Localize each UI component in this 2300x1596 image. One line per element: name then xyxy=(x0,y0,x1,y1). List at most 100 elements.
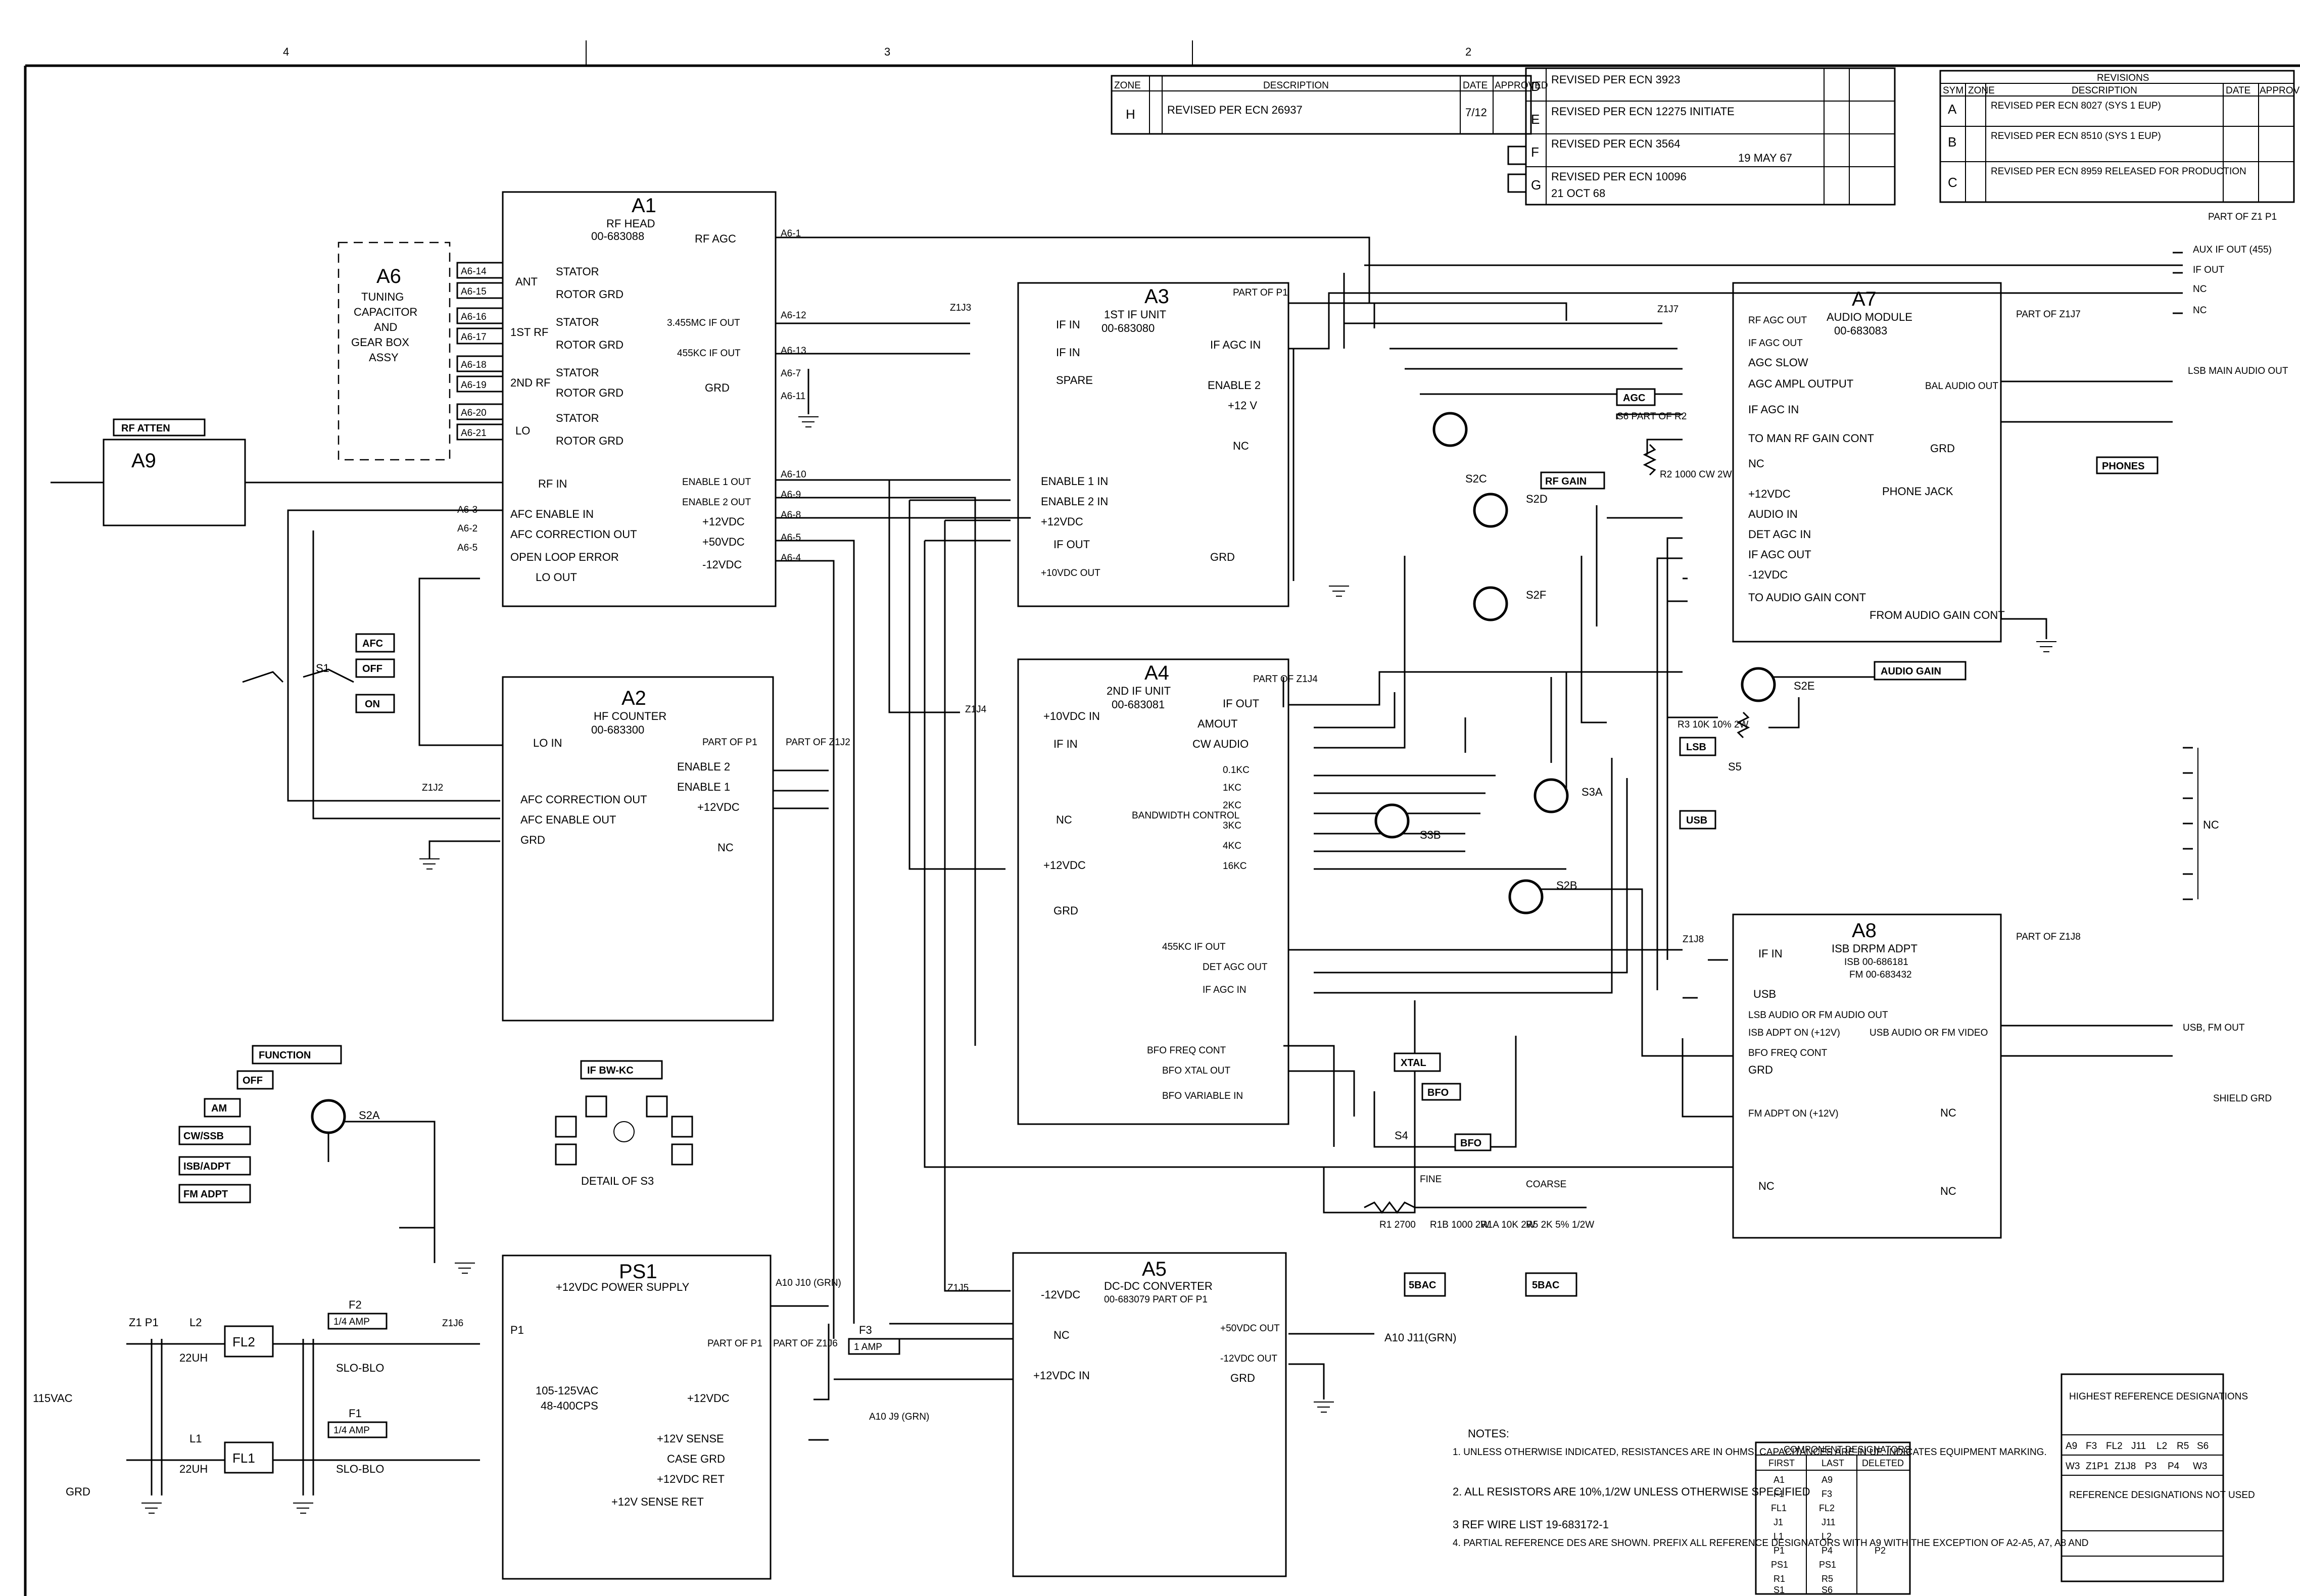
a1-pin-a6-10: A6-10 xyxy=(781,469,806,480)
r3-label: R3 10K 10% 2W xyxy=(1678,719,1749,730)
a3-part-p1: PART OF P1 xyxy=(1233,287,1288,298)
hr1-2: FL2 xyxy=(2106,1441,2123,1452)
a7-ifagc-out: IF AGC OUT xyxy=(1748,548,1811,561)
a1-open-loop: OPEN LOOP ERROR xyxy=(510,551,619,563)
a2-nc: NC xyxy=(717,841,734,854)
ps1-ref: PS1 xyxy=(619,1261,657,1283)
note-2: 2. ALL RESISTORS ARE 10%,1/2W UNLESS OTH… xyxy=(1453,1485,1810,1498)
a5-p12: +12VDC IN xyxy=(1033,1369,1090,1382)
a1-lo-out: LO OUT xyxy=(536,571,577,584)
a4-ifagc: IF AGC IN xyxy=(1203,985,1247,995)
comp-r0-a: A1 xyxy=(1774,1475,1785,1485)
switch-wafers xyxy=(311,412,1776,1134)
svg-text:USB: USB xyxy=(1686,815,1707,826)
ps1-part: PART OF P1 xyxy=(707,1338,762,1349)
a8-isb-adpt-block: A8 ISB DRPM ADPT ISB 00-686181 FM 00-683… xyxy=(1683,913,2081,1239)
f2-value: 1/4 AMP xyxy=(333,1317,370,1327)
if-out: IF OUT xyxy=(2193,265,2225,275)
a8-usb: USB xyxy=(1753,988,1776,1000)
z1p1-label: Z1 P1 xyxy=(129,1316,159,1329)
a8-fm: FM ADPT ON (+12V) xyxy=(1748,1108,1839,1119)
rev-b-desc: REVISED PER ECN 8510 (SYS 1 EUP) xyxy=(1991,131,2161,141)
fn-isb-tag: ISB/ADPT xyxy=(178,1156,251,1176)
a1-rf-agc: RF AGC xyxy=(695,232,736,245)
a4-bfo-xtal: BFO XTAL OUT xyxy=(1162,1066,1231,1076)
r1b-label: R1B 1000 2W xyxy=(1430,1220,1490,1230)
detail-of-s3: DETAIL OF S3 xyxy=(555,1095,693,1187)
rev-a-desc: REVISED PER ECN 8027 (SYS 1 EUP) xyxy=(1991,101,2161,111)
note-4: 4. PARTIAL REFERENCE DES ARE SHOWN. PREF… xyxy=(1453,1538,2089,1549)
a7-from-audio: FROM AUDIO GAIN CONT xyxy=(1870,609,2005,621)
a4-p10: +10VDC IN xyxy=(1043,710,1100,722)
svg-text:PHONES: PHONES xyxy=(2102,461,2144,472)
comp-r2-a: FL1 xyxy=(1771,1503,1787,1513)
rev-right-title: REVISIONS xyxy=(2097,73,2149,83)
usb-out: USB, FM OUT xyxy=(2183,1023,2245,1033)
z1p1-right-connector: PART OF Z1 P1 AUX IF OUT (455) IF OUT NC… xyxy=(2173,212,2288,1104)
ps1-pin-case: CASE GRD xyxy=(667,1453,725,1465)
power-bus xyxy=(776,479,1031,1339)
a7-audio-module-block: A7 AUDIO MODULE 00-683083 RF AGC OUT IF … xyxy=(1657,282,2081,643)
a4-bw-4: 4KC xyxy=(1223,841,1241,851)
a8-usb-audio: USB AUDIO OR FM VIDEO xyxy=(1870,1028,1988,1038)
a1-afc-en: AFC ENABLE IN xyxy=(510,508,594,520)
note-1: 1. UNLESS OTHERWISE INDICATED, RESISTANC… xyxy=(1453,1447,2047,1458)
lo-wire-w2 xyxy=(418,577,503,746)
vac-label: 115VAC xyxy=(33,1392,73,1405)
a4-bw-5: 16KC xyxy=(1223,861,1247,872)
a4-part-z: PART OF Z1J4 xyxy=(1253,674,1318,685)
rf-atten-tag: RF ATTEN xyxy=(113,418,206,437)
s2f-label: S2F xyxy=(1526,589,1546,601)
a3-p10: +10VDC OUT xyxy=(1041,568,1100,578)
a5-ref: A5 xyxy=(1142,1258,1167,1280)
svg-text:RF GAIN: RF GAIN xyxy=(1545,476,1587,487)
rev-f-date: 19 MAY 67 xyxy=(1738,152,1792,164)
a1-stator3: STATOR xyxy=(556,366,599,379)
a2-lo-in: LO IN xyxy=(533,737,562,749)
rev-c-desc: REVISED PER ECN 8959 RELEASED FOR PRODUC… xyxy=(1991,166,2246,177)
rev-ltr-e: E xyxy=(1531,112,1540,127)
hr1-4: L2 xyxy=(2157,1441,2167,1452)
if-wire-a1-a3 xyxy=(776,322,970,414)
a6-pin-16: A6-16 xyxy=(461,312,487,322)
rev-h-desc: REVISED PER ECN 26937 xyxy=(1167,104,1303,116)
a5-grd: GRD xyxy=(1230,1372,1255,1384)
a2-z1j2: Z1J2 xyxy=(422,783,443,793)
notes-block: NOTES: 1. UNLESS OTHERWISE INDICATED, RE… xyxy=(1453,1427,2089,1549)
rev-right-zone: ZONE xyxy=(1968,85,1995,96)
a7-rf-agc: RF AGC OUT xyxy=(1748,315,1807,326)
a8-part-z: PART OF Z1J8 xyxy=(2016,932,2081,942)
a6-pin-20: A6-20 xyxy=(461,408,487,418)
fine-label: FINE xyxy=(1420,1174,1442,1185)
a1-rf-agc-wire xyxy=(776,236,1567,321)
comp-h-deleted: DELETED xyxy=(1862,1458,1904,1468)
a8-part: ISB 00-686181 xyxy=(1844,957,1908,968)
comp-r3-a: J1 xyxy=(1774,1517,1783,1527)
a3-spare: SPARE xyxy=(1056,374,1093,386)
a7-grd: GRD xyxy=(1930,442,1955,455)
aux-if: AUX IF OUT (455) xyxy=(2193,245,2272,255)
a8-ref: A8 xyxy=(1852,920,1877,942)
hr2-1: Z1P1 xyxy=(2086,1461,2109,1472)
a1-grd: GRD xyxy=(705,381,730,394)
nc-2: NC xyxy=(2193,305,2207,316)
svg-text:LSB: LSB xyxy=(1686,742,1706,753)
comp-r7-a: R1 xyxy=(1774,1574,1785,1584)
a1-rf-in: RF IN xyxy=(538,477,567,490)
s6-label: S6 PART OF R2 xyxy=(1617,411,1687,422)
a6-pin-19: A6-19 xyxy=(461,380,487,391)
a2-afc-corr: AFC CORRECTION OUT xyxy=(520,793,647,806)
a5-p50: +50VDC OUT xyxy=(1220,1323,1280,1334)
a2-part-z: PART OF Z1J2 xyxy=(786,737,850,748)
a7-if-agc: IF AGC OUT xyxy=(1748,338,1803,349)
a1-name: RF HEAD xyxy=(606,217,655,230)
a7-to-man: TO MAN RF GAIN CONT xyxy=(1748,432,1874,445)
rev-ltr-h: H xyxy=(1126,107,1135,122)
rev-ltr-g: G xyxy=(1531,177,1541,192)
a4-2nd-if-block: A4 2ND IF UNIT 00-683081 PART OF Z1J4 +1… xyxy=(965,658,1318,1125)
a6-a1-pins: A6-14 A6-15 A6-16 A6-17 A6-18 A6-19 A6-2… xyxy=(456,262,504,441)
rev-right-approve: APPROVE xyxy=(2260,85,2300,96)
f3-label: F3 xyxy=(859,1324,872,1336)
svg-text:5BAC: 5BAC xyxy=(1532,1280,1559,1291)
